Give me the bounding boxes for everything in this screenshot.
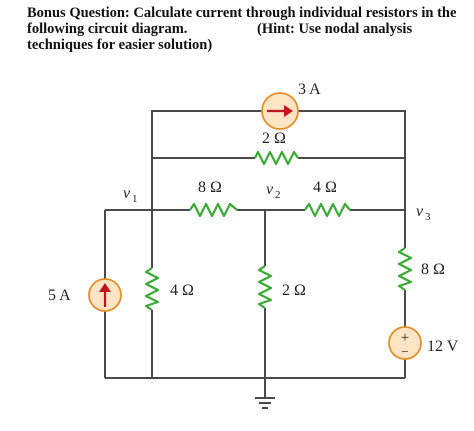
label-5a: 5 A xyxy=(48,287,71,304)
node-label-v3: v 3 xyxy=(416,203,431,223)
resistor-4ohm-horizontal xyxy=(304,202,351,218)
question-line-1: Bonus Question: Calculate current throug… xyxy=(27,5,457,21)
vs-minus-sign: − xyxy=(401,344,408,359)
question-line-2: following circuit diagram. (Hint: Use no… xyxy=(27,21,472,37)
ground-icon xyxy=(255,378,275,409)
resistor-4ohm-vertical xyxy=(144,267,160,311)
label-r-top: 2 Ω xyxy=(262,130,286,147)
label-3a: 3 A xyxy=(298,81,321,98)
node-v1-letter: v xyxy=(123,185,131,202)
node-v3-letter: v xyxy=(416,203,424,220)
node-label-v2: v 2 xyxy=(266,181,281,201)
current-source-3a xyxy=(261,92,299,130)
label-r-8ohm-v: 8 Ω xyxy=(421,261,445,278)
wire-top-loop xyxy=(151,110,406,210)
resistor-2ohm-vertical xyxy=(257,265,273,309)
question-line-2-text: following circuit diagram. xyxy=(27,21,188,37)
voltage-source-12v: + − xyxy=(388,326,422,360)
label-r-4ohm-h: 4 Ω xyxy=(313,179,337,196)
node-v2-sub: 2 xyxy=(275,189,281,201)
question-hint: (Hint: Use nodal analysis xyxy=(257,21,413,37)
circuit-wires xyxy=(104,110,406,395)
resistor-top-2ohm xyxy=(254,150,299,166)
node-v1-sub: 1 xyxy=(132,193,138,205)
resistor-8ohm-vertical xyxy=(397,247,413,291)
question-text: Bonus Question: Calculate current throug… xyxy=(27,5,472,53)
vs-plus-sign: + xyxy=(401,330,409,346)
node-v3-sub: 3 xyxy=(425,211,431,223)
current-source-5a xyxy=(88,278,122,312)
label-r-8ohm-h: 8 Ω xyxy=(198,179,222,196)
label-r-2ohm-v: 2 Ω xyxy=(282,282,306,299)
node-label-v1: v 1 xyxy=(123,185,138,205)
label-12v: 12 V xyxy=(427,338,459,355)
node-v2-letter: v xyxy=(266,181,274,198)
question-line-3: techniques for easier solution) xyxy=(27,37,213,53)
label-r-4ohm-v: 4 Ω xyxy=(170,282,194,299)
resistor-8ohm-horizontal xyxy=(189,202,238,218)
